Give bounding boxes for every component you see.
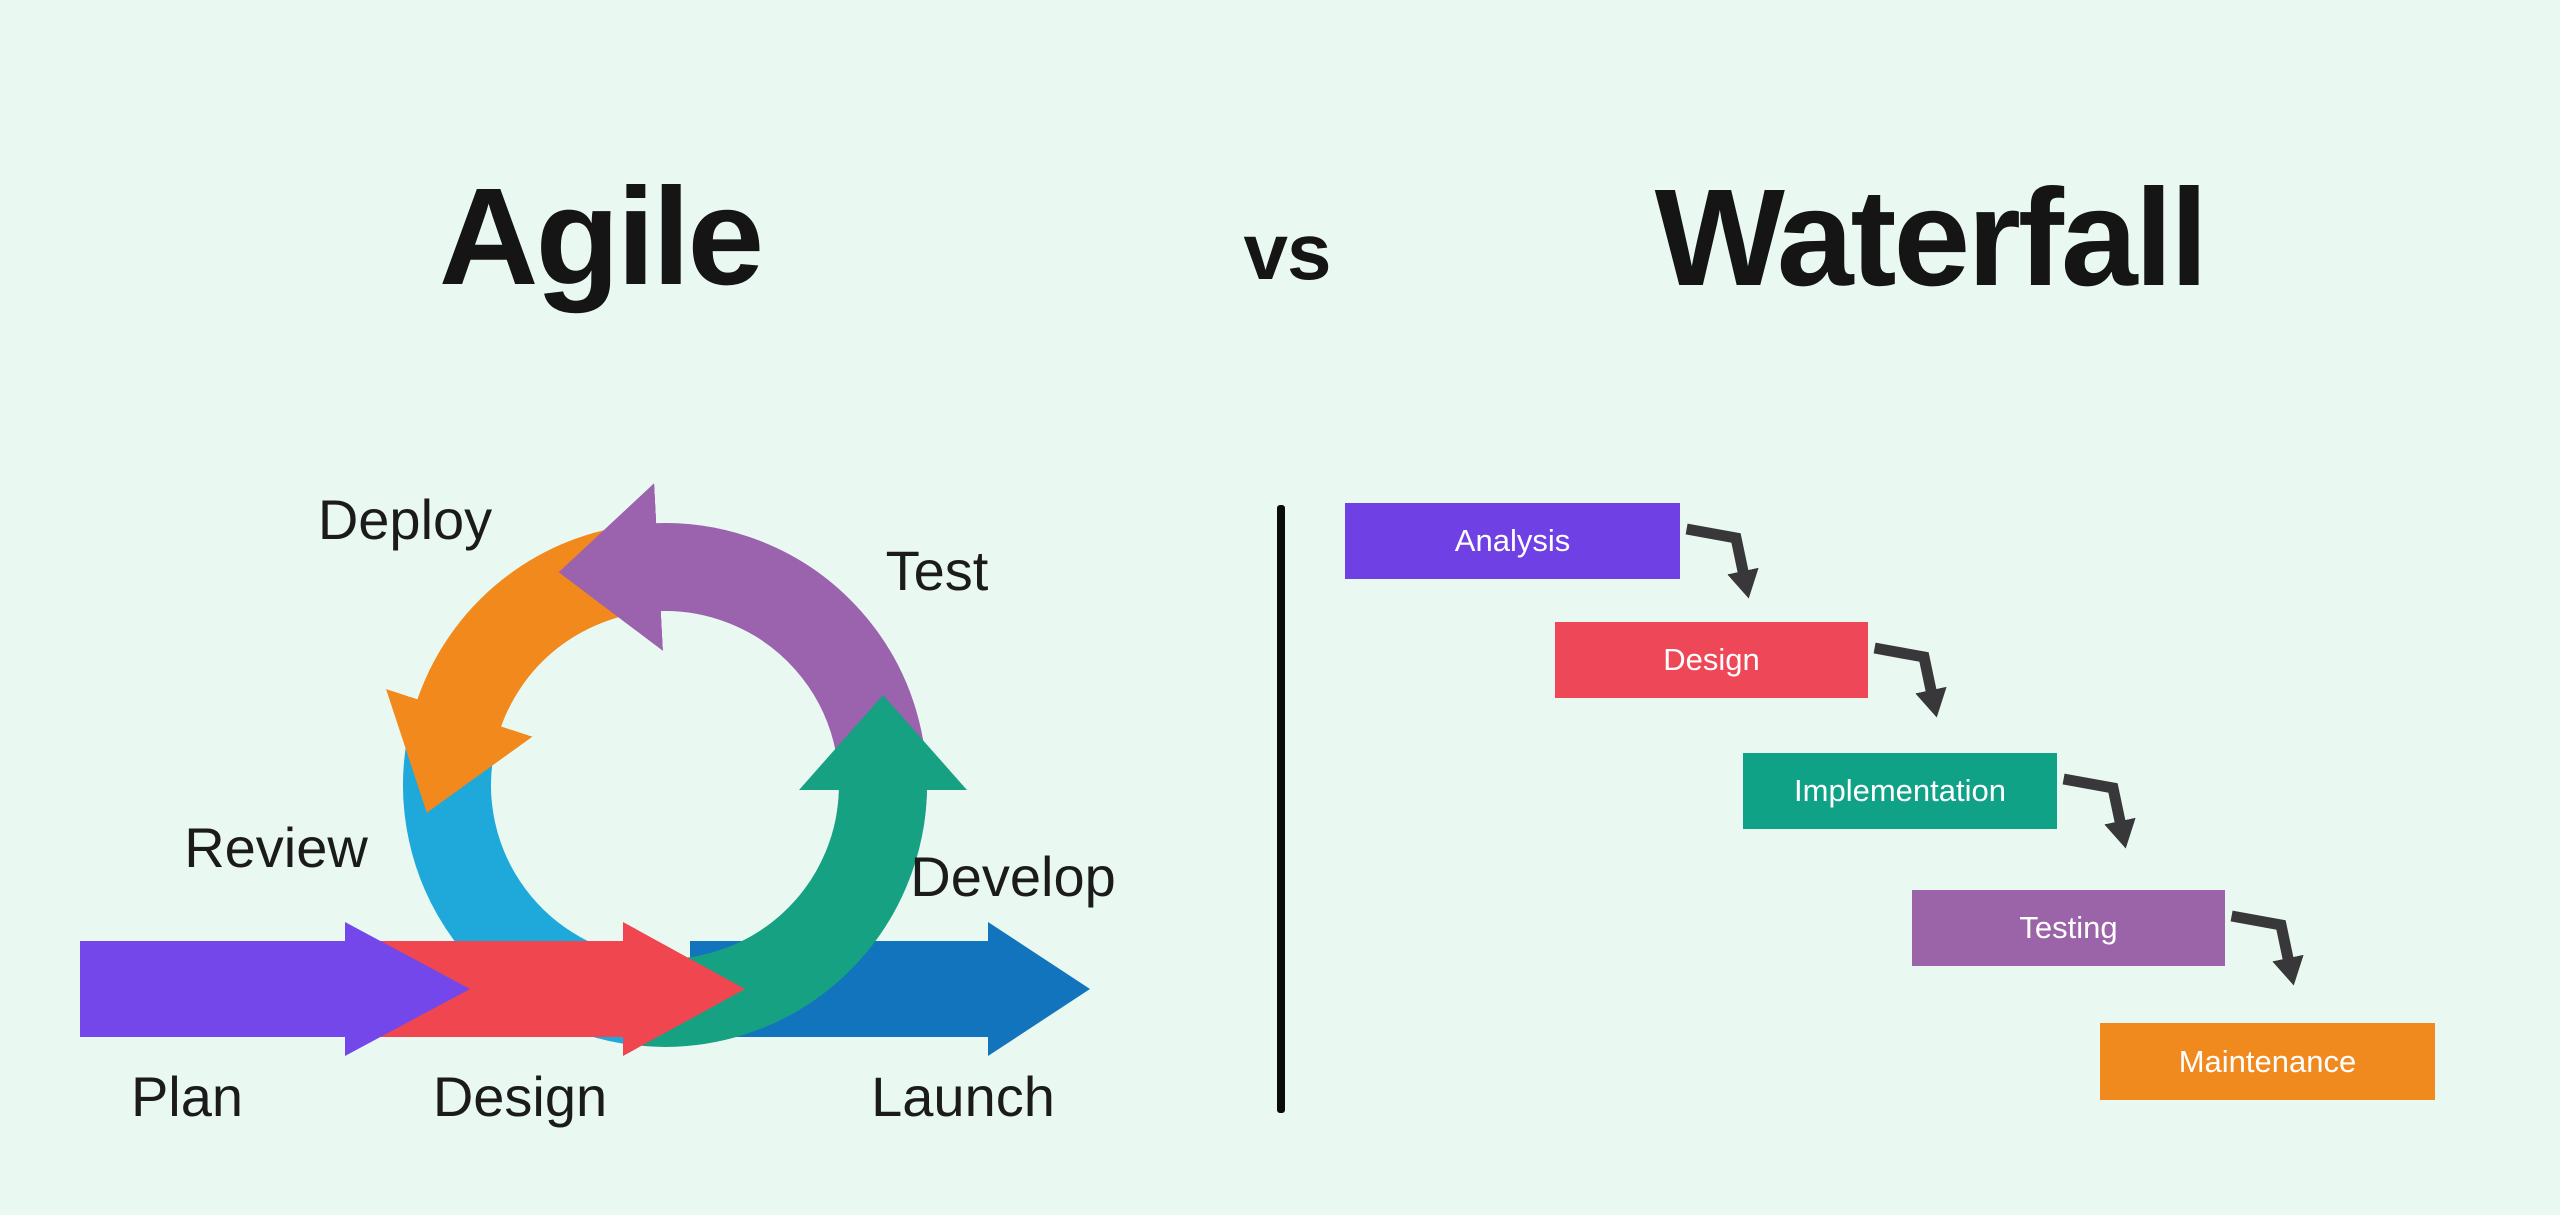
waterfall-step-design: Design bbox=[1555, 622, 1868, 698]
test-arc bbox=[558, 483, 927, 831]
waterfall-step-testing: Testing bbox=[1912, 890, 2225, 966]
label-deploy: Deploy bbox=[317, 488, 493, 551]
agile-title: Agile bbox=[438, 160, 764, 314]
design-arrow bbox=[365, 922, 745, 1056]
waterfall-step-analysis: Analysis bbox=[1345, 503, 1680, 579]
label-develop: Develop bbox=[910, 845, 1116, 908]
waterfall-title: Waterfall bbox=[1654, 161, 2209, 315]
vs-title: vs bbox=[1243, 207, 1332, 296]
label-test: Test bbox=[885, 539, 989, 602]
waterfall-step-maintenance: Maintenance bbox=[2100, 1023, 2435, 1100]
plan-arrow bbox=[80, 922, 470, 1056]
waterfall-step-label: Maintenance bbox=[2178, 1043, 2357, 1079]
connector-analysis-design bbox=[1685, 523, 1759, 599]
waterfall-step-label: Implementation bbox=[1794, 773, 2006, 808]
waterfall-step-label: Design bbox=[1663, 642, 1760, 677]
divider-line bbox=[1277, 505, 1285, 1113]
deploy-arc bbox=[386, 523, 651, 813]
waterfall-step-label: Analysis bbox=[1454, 523, 1571, 558]
label-review: Review bbox=[184, 816, 368, 879]
label-design: Design bbox=[432, 1065, 608, 1128]
connector-implementation-testing bbox=[2062, 773, 2136, 849]
waterfall-step-implementation: Implementation bbox=[1743, 753, 2057, 829]
label-plan: Plan bbox=[130, 1065, 244, 1128]
connector-testing-maintenance bbox=[2230, 910, 2304, 986]
label-launch: Launch bbox=[871, 1065, 1055, 1128]
waterfall-step-label: Testing bbox=[2019, 910, 2118, 945]
connector-design-implementation bbox=[1873, 642, 1947, 718]
